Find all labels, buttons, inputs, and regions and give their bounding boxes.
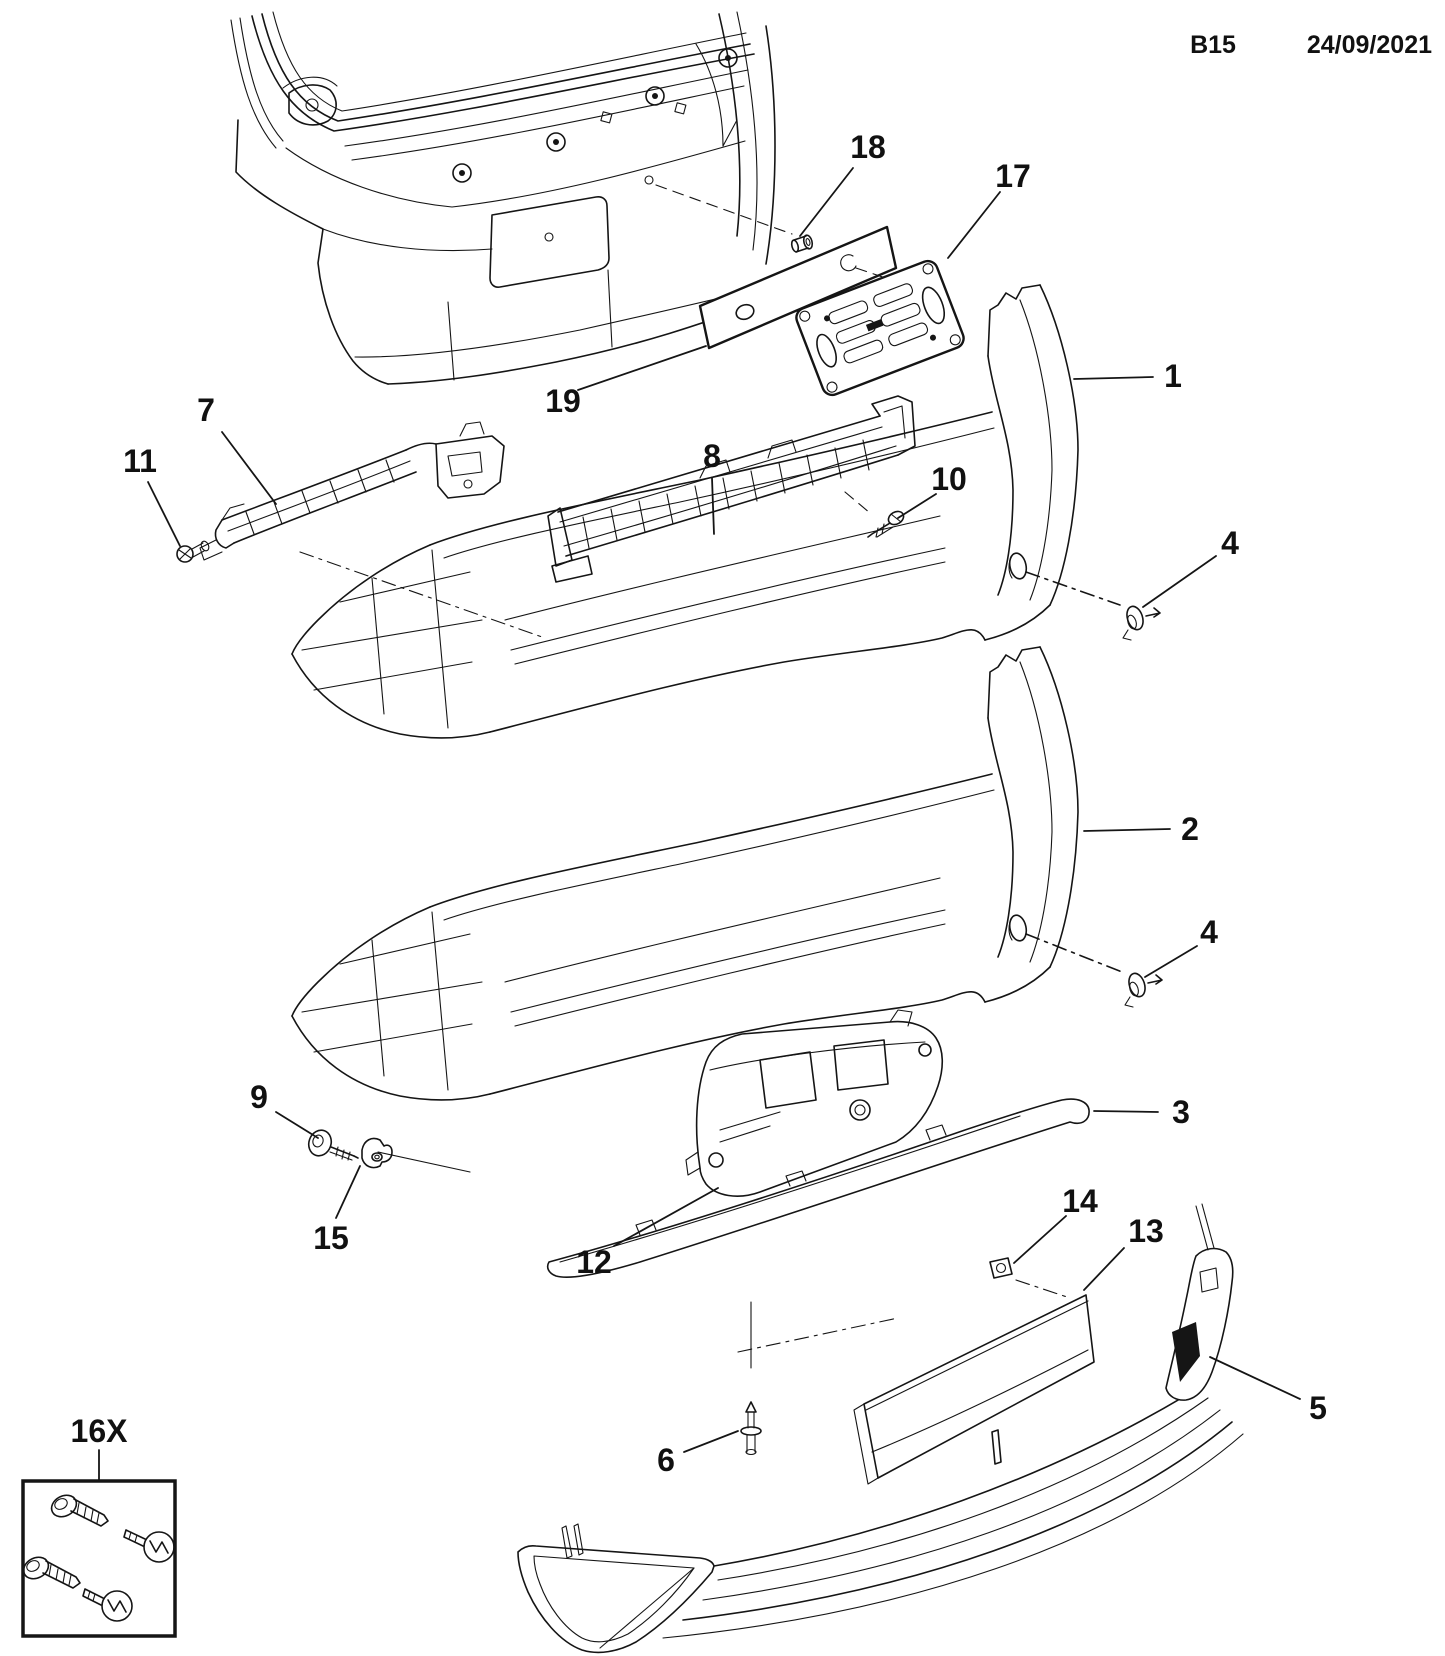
leader-lines <box>147 167 1301 1453</box>
revision-date: 24/09/2021 <box>1307 31 1432 59</box>
callout-2: 2 <box>1181 811 1199 847</box>
molding-clip <box>989 1257 1071 1299</box>
callout-14: 14 <box>1062 1183 1098 1219</box>
hardware-kit-box <box>21 1449 177 1638</box>
lower-skid-plate <box>853 1294 1095 1485</box>
callout-13: 13 <box>1128 1213 1164 1249</box>
lower-valance <box>517 1203 1244 1654</box>
tapping-screw-2 <box>22 1556 81 1589</box>
callout-18: 18 <box>850 129 886 165</box>
impact-absorber-bar <box>547 395 916 583</box>
tow-eye-cover-upper <box>1025 571 1161 641</box>
callout-3: 3 <box>1172 1094 1190 1130</box>
license-plate-bracket <box>795 259 965 397</box>
callout-1: 1 <box>1164 358 1182 394</box>
tailgate-panel <box>230 11 793 385</box>
callout-15: 15 <box>313 1220 349 1256</box>
bumper-cover-lower <box>291 646 1079 1101</box>
callout-17: 17 <box>995 158 1031 194</box>
callout-4: 4 <box>1200 914 1218 950</box>
tow-eye-cover-lower <box>1025 933 1163 1008</box>
side-mount-bracket <box>199 421 546 639</box>
header: B15 24/09/2021 <box>1190 31 1432 59</box>
phillips-screw-1 <box>123 1529 175 1563</box>
callout-9: 9 <box>250 1079 268 1115</box>
callout-5: 5 <box>1309 1390 1327 1426</box>
callout-8: 8 <box>703 438 721 474</box>
callout-10: 10 <box>931 461 967 497</box>
clip-nut <box>361 1137 471 1173</box>
plate-rivet <box>790 234 814 253</box>
callout-12: 12 <box>576 1244 612 1280</box>
license-filler-plate <box>698 225 913 350</box>
absorber-screw <box>844 491 905 538</box>
callout-16X: 16X <box>71 1413 129 1449</box>
section-code: B15 <box>1190 31 1236 59</box>
callout-4: 4 <box>1221 525 1239 561</box>
center-carrier-bracket <box>685 1009 944 1197</box>
tapping-screw-1 <box>50 1494 109 1527</box>
callout-6: 6 <box>657 1442 675 1478</box>
skirt-screw <box>307 1129 359 1161</box>
push-pin-fastener <box>176 540 210 563</box>
trim-molding-strip <box>546 1098 1090 1279</box>
push-rivet <box>737 1301 899 1456</box>
callout-19: 19 <box>545 383 581 419</box>
callout-11: 11 <box>123 443 157 479</box>
phillips-screw-2 <box>82 1588 133 1622</box>
callout-7: 7 <box>197 392 215 428</box>
